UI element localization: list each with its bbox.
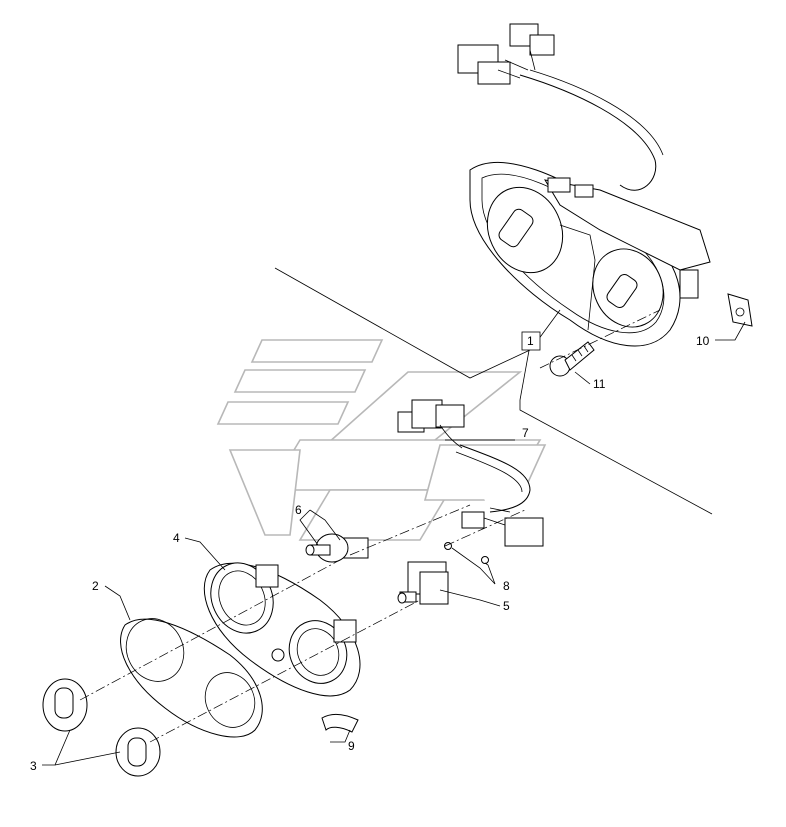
callout-10: 10 [696, 334, 710, 348]
callouts: 1 2 3 4 5 6 7 8 9 10 11 [30, 331, 710, 773]
wire-harness-part-7 [397, 399, 544, 547]
callout-7: 7 [522, 426, 529, 440]
watermark-logo [216, 339, 547, 541]
clip-part-10 [727, 293, 753, 327]
callout-5: 5 [503, 599, 510, 613]
label-part-9 [321, 713, 359, 733]
screw-part-11 [549, 341, 595, 377]
rotary-switch-part-6 [305, 533, 369, 563]
callout-2: 2 [92, 579, 99, 593]
callout-4: 4 [173, 531, 180, 545]
assembly-axes [79, 309, 661, 743]
leader-lines [42, 267, 746, 766]
callout-8: 8 [503, 579, 510, 593]
callout-1: 1 [527, 334, 534, 348]
callout-3: 3 [30, 759, 37, 773]
control-panel-assembly [457, 23, 711, 347]
callout-1-box [521, 331, 541, 351]
knobs-part-3 [42, 678, 161, 777]
housing-part-4 [203, 562, 361, 697]
callout-9: 9 [348, 739, 355, 753]
bezel-part-2 [120, 618, 263, 738]
callout-11: 11 [593, 377, 606, 391]
screws-part-8 [444, 542, 489, 564]
callout-6: 6 [295, 503, 302, 517]
switch-part-5 [397, 561, 449, 605]
